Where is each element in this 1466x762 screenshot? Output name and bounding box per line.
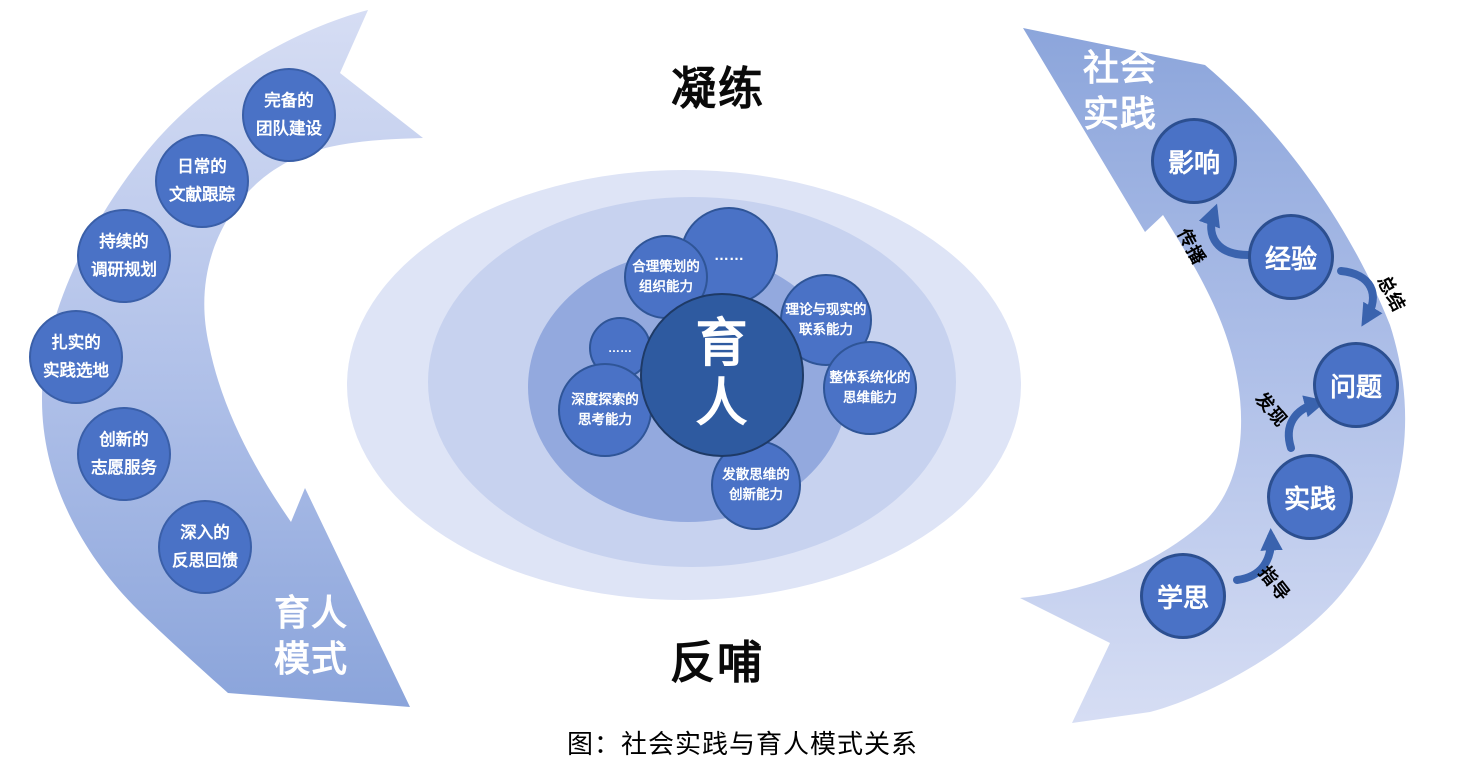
- node-volunteer-service: 创新的 志愿服务: [77, 407, 171, 501]
- node-research-planning: 持续的 调研规划: [77, 209, 171, 303]
- figure-caption: 图：社会实践与育人模式关系: [567, 729, 919, 759]
- node-reflection-feedback: 深入的 反思回馈: [158, 500, 252, 594]
- connector-arrow-discover: [1284, 395, 1327, 452]
- label-feedback: 反哺: [669, 637, 764, 688]
- node-influence: 影响: [1151, 118, 1237, 204]
- node-learning: 学思: [1140, 553, 1226, 639]
- node-problem: 问题: [1313, 342, 1399, 428]
- sat-systematic-thinking: 整体系统化的 思维能力: [823, 341, 917, 435]
- connector-arrow-guide: [1233, 528, 1283, 584]
- node-practice: 实践: [1267, 454, 1353, 540]
- sat-deep-thinking: 深度探索的 思考能力: [558, 363, 652, 457]
- label-condense: 凝练: [670, 63, 765, 114]
- left-flow-arrow-band: [42, 10, 423, 707]
- node-literature-tracking: 日常的 文献跟踪: [155, 134, 249, 228]
- connector-arrow-summarize: [1337, 267, 1383, 327]
- node-experience: 经验: [1248, 214, 1334, 300]
- connector-arrow-spread: [1198, 203, 1252, 259]
- node-site-selection: 扎实的 实践选地: [29, 310, 123, 404]
- left-arrow-label: 育人 模式: [273, 591, 349, 679]
- right-flow-arrow-band: [1020, 28, 1406, 723]
- right-arrow-label: 社会 实践: [1082, 46, 1158, 134]
- core-education-circle: 育 人: [640, 293, 804, 457]
- node-team-building: 完备的 团队建设: [242, 68, 336, 162]
